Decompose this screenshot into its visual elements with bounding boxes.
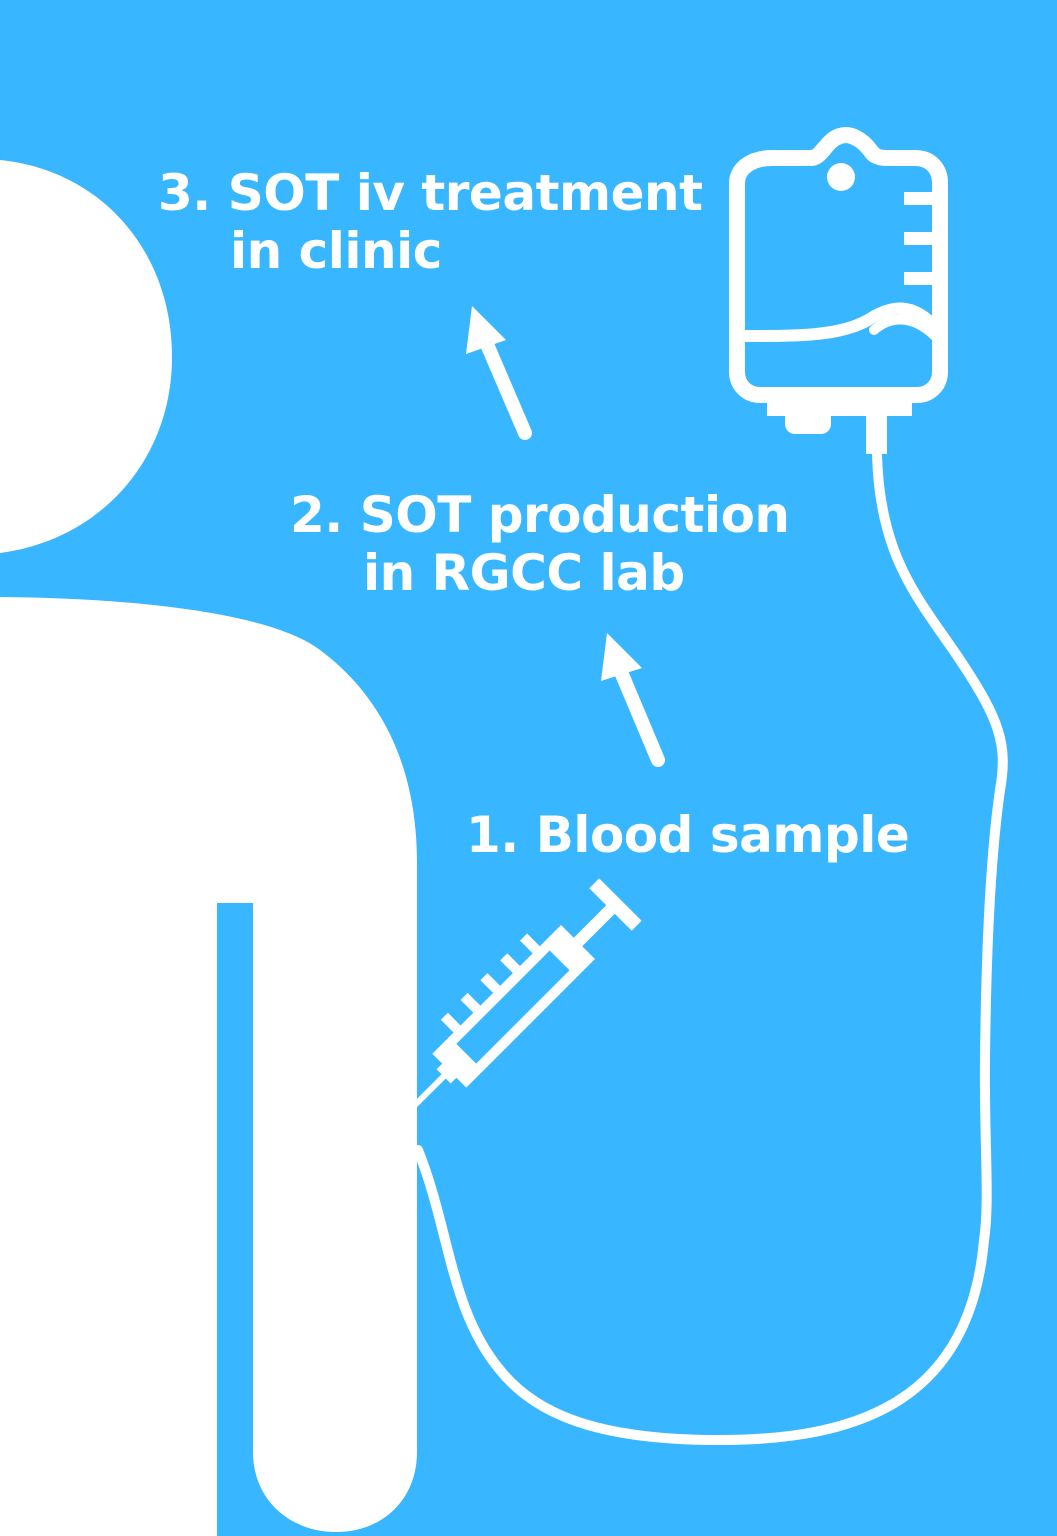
person-silhouette xyxy=(0,160,417,1536)
step-1-label: 1. Blood sample xyxy=(466,806,910,864)
step-3-label: 3. SOT iv treatment in clinic xyxy=(158,164,703,280)
person-body xyxy=(0,597,417,1536)
iv-bag-fluid-line xyxy=(743,302,943,342)
step-3-line-2: in clinic xyxy=(230,222,442,280)
step-2-line-1: 2. SOT production xyxy=(290,486,790,544)
iv-bag-hole xyxy=(827,163,855,191)
step-2-line-2: in RGCC lab xyxy=(363,544,685,602)
iv-tube xyxy=(413,450,1008,1446)
arrow-up-icon xyxy=(601,633,665,767)
step-3-line-1: 3. SOT iv treatment xyxy=(158,164,703,222)
syringe-icon xyxy=(411,878,642,1109)
step-2-label: 2. SOT production in RGCC lab xyxy=(290,486,790,602)
arrow-up-icon xyxy=(466,306,532,440)
iv-bag-icon xyxy=(729,127,948,454)
person-head xyxy=(0,160,172,553)
step-1-line-1: 1. Blood sample xyxy=(466,806,910,864)
